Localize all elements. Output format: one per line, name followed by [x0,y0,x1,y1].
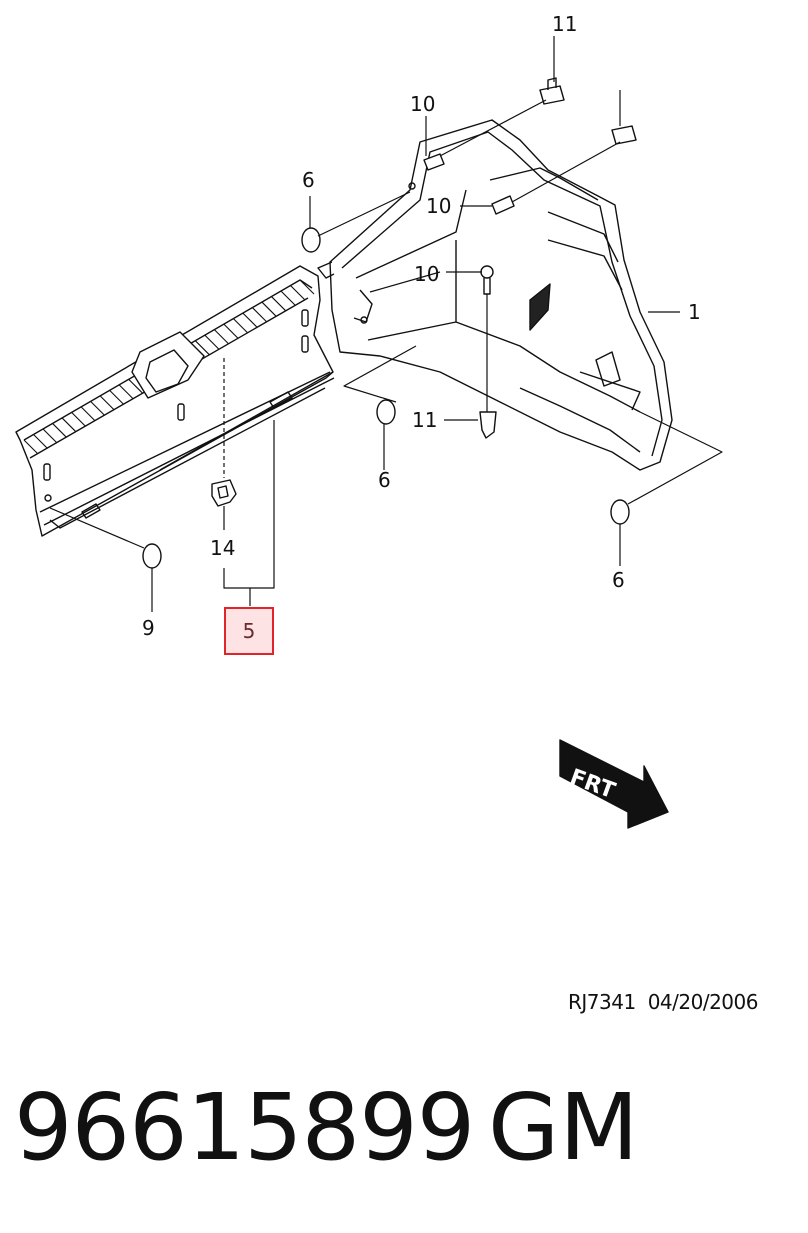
pin-9 [142,543,162,569]
sill-rib [242,312,258,328]
part-number: 96615899 [14,1074,475,1181]
callout-11-bottom: 11 [412,408,438,432]
callout-14: 14 [210,536,236,560]
sill-rib [232,318,248,334]
sill-rib [52,423,67,438]
callout-6-a: 6 [302,168,315,192]
callout-10-c: 10 [414,262,440,286]
sill-rib [80,406,96,422]
clip-11-right [611,125,637,145]
sill-rib [213,329,229,345]
pin-6-c [610,499,630,525]
sill-rib [252,307,267,322]
clip-11-bottom [479,411,497,439]
pin-6-a [301,227,321,253]
callout-6-c: 6 [612,568,625,592]
sill-rib [90,400,106,416]
sill-rib [204,334,220,350]
sill-rib [23,439,39,455]
sill-rib [223,323,239,339]
screw-10-b [491,195,515,215]
leader-lines [49,36,723,612]
trunk-sill-panel [15,265,335,537]
sill-rib [33,434,48,449]
sill-rib [99,395,115,411]
sill-rib [280,290,296,306]
front-direction-arrow [559,739,669,829]
sill-rib [118,384,134,400]
sill-rib [261,301,277,317]
callout-10-a: 10 [410,92,436,116]
drawing-reference: RJ7341 04/20/2006 [568,990,758,1014]
callout-6-b: 6 [378,468,391,492]
callout-9: 9 [142,616,155,640]
sill-rib [109,389,125,405]
rear-quarter-trim-panel [317,119,673,471]
sill-rib [194,340,210,356]
sill-rib [61,417,77,433]
sill-rib [128,378,144,394]
sill-rib [271,296,286,311]
drawing-date: 04/20/2006 [647,990,759,1014]
callout-11-top: 11 [552,12,578,36]
drawing-code: RJ7341 [568,990,636,1014]
sill-rib [299,279,315,295]
sill-rib [290,285,305,300]
clip-14 [211,479,237,507]
sill-rib [71,412,86,427]
clip-11-top [539,77,565,105]
callout-1: 1 [688,300,701,324]
pin-6-b [376,399,396,425]
sill-rib [42,428,58,444]
manufacturer-label: GM [488,1074,639,1181]
callout-5-highlighted: 5 [224,607,274,655]
screw-10-a [423,153,445,171]
callout-10-b: 10 [426,194,452,218]
